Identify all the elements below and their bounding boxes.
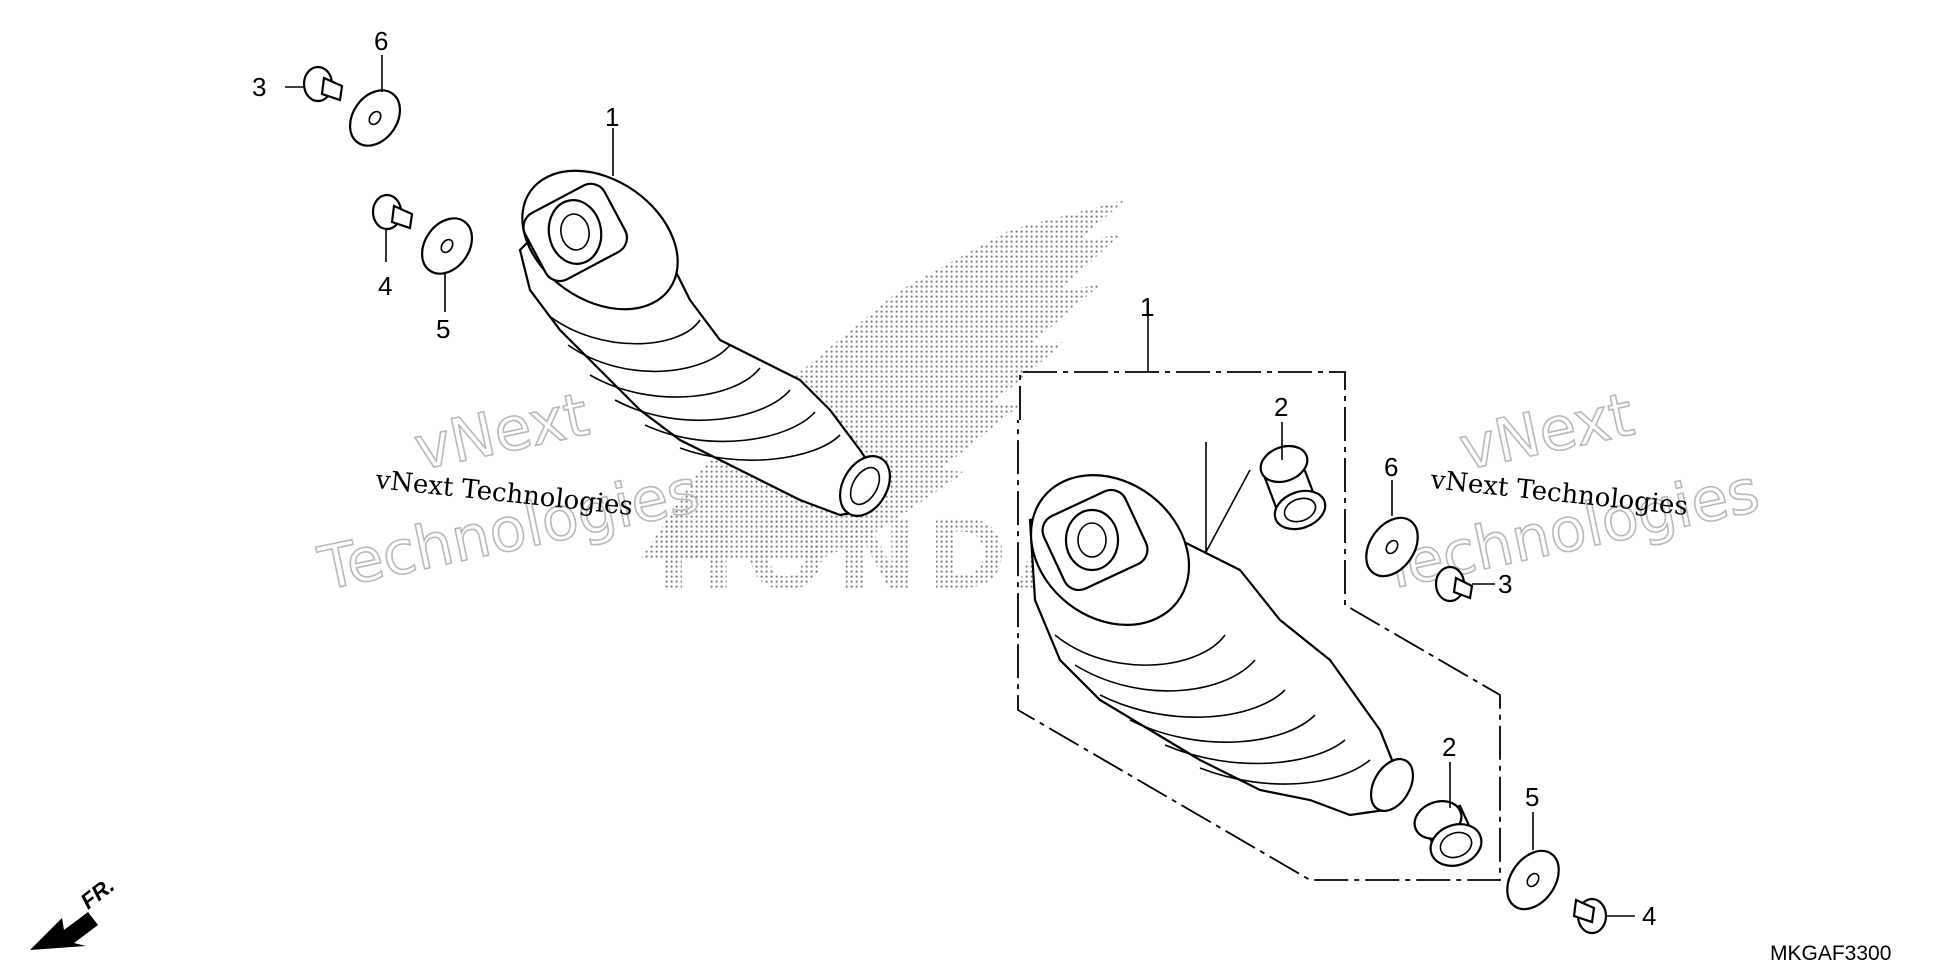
front-direction-label: FR.	[76, 872, 119, 914]
callout-washer-bottom-right: 5	[1525, 782, 1539, 812]
front-direction-arrow: FR.	[30, 872, 119, 950]
bolt-bottom-right	[1572, 897, 1635, 935]
callout-bolt-mid-left: 4	[378, 271, 392, 301]
watermark-right: vNext Technologies vNext Technologies	[1372, 379, 1766, 606]
watermark-big-line-1: vNext	[1454, 380, 1640, 485]
washer-right	[1365, 480, 1419, 578]
callout-collar-bottom: 2	[1442, 732, 1456, 762]
callout-shock-left: 1	[605, 102, 619, 132]
kit-bracket	[1017, 371, 1501, 881]
callout-washer-right: 6	[1384, 452, 1398, 482]
washer-top-left	[348, 55, 402, 147]
callout-bolt-top-left: 3	[252, 72, 266, 102]
shock-absorber-left	[518, 169, 891, 517]
washer-bottom-right	[1506, 812, 1560, 911]
washer-mid-left	[420, 217, 474, 312]
callout-washer-top-left: 6	[374, 26, 388, 56]
watermark-big-line-1: vNext	[409, 380, 595, 485]
collar-top	[1205, 422, 1327, 553]
callout-shock-right: 1	[1140, 292, 1154, 322]
drawing-code: MKGAF3300	[1770, 942, 1891, 965]
callout-bolt-right: 3	[1498, 569, 1512, 599]
collar-bottom	[1413, 762, 1483, 867]
bolt-top-left	[285, 65, 344, 103]
bolt-mid-left	[371, 193, 414, 262]
callout-bolt-bottom-right: 4	[1642, 901, 1656, 931]
callout-washer-mid-left: 5	[436, 314, 450, 344]
shock-absorber-right	[1017, 300, 1501, 881]
callout-collar-top: 2	[1274, 392, 1288, 422]
bolt-right	[1434, 565, 1495, 603]
